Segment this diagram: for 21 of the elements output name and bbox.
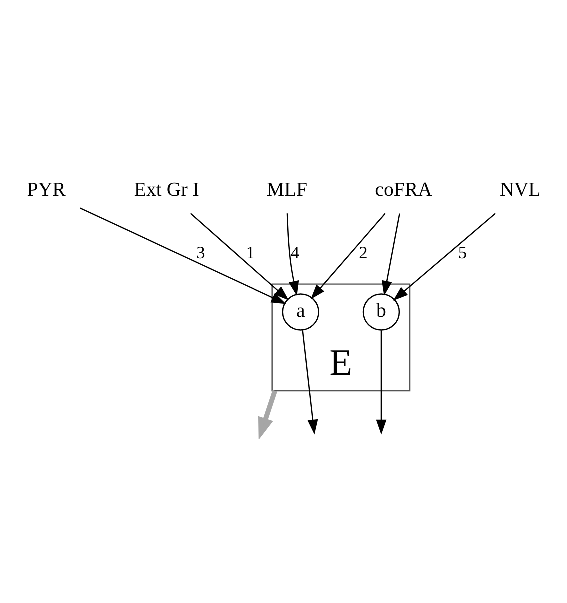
arrow bbox=[393, 213, 496, 301]
arrow bbox=[302, 330, 318, 435]
node-text: PYR bbox=[27, 179, 66, 201]
arrow bbox=[286, 214, 300, 296]
arrow bbox=[382, 214, 400, 296]
edge-label: 2 bbox=[359, 244, 368, 263]
edge-label: 3 bbox=[196, 244, 206, 263]
arrow bbox=[310, 213, 386, 300]
edge-label: 4 bbox=[290, 244, 300, 263]
arrow bbox=[258, 390, 278, 439]
node-circle: a bbox=[282, 294, 320, 331]
node-text: NVL bbox=[500, 179, 541, 201]
edge-label: 5 bbox=[458, 244, 468, 263]
node-circle: b bbox=[362, 294, 400, 331]
arrow bbox=[80, 208, 286, 304]
node-text: Ext Gr I bbox=[134, 179, 200, 201]
arrow bbox=[190, 213, 290, 301]
arrow bbox=[376, 330, 387, 435]
node-text: coFRA bbox=[375, 179, 432, 201]
edge-label: 1 bbox=[246, 244, 255, 263]
node-text: MLF bbox=[266, 179, 308, 201]
